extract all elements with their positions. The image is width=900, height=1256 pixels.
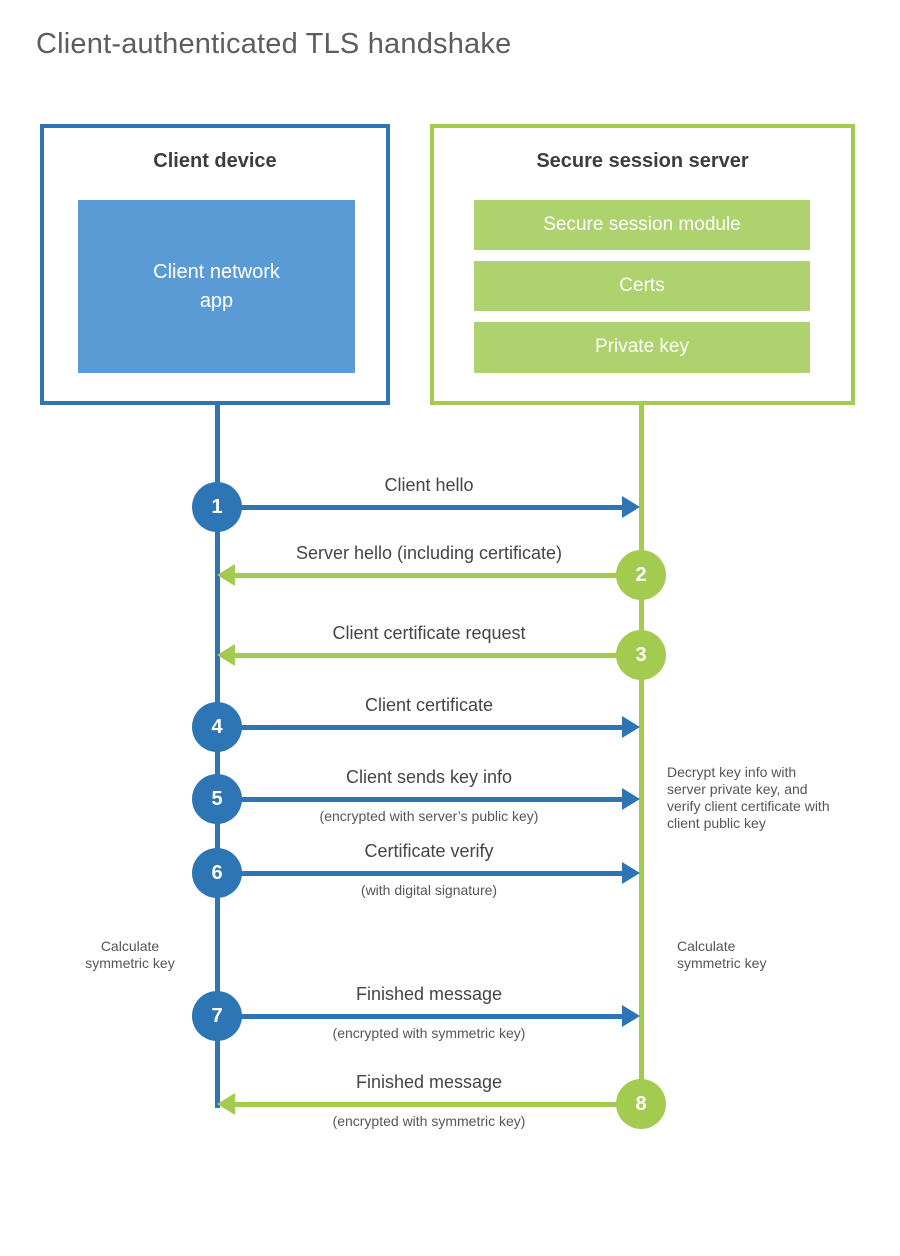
- message-label: Server hello (including certificate): [295, 543, 563, 563]
- arrowhead-right-icon: [622, 716, 640, 738]
- message-label: Client certificate request: [332, 623, 526, 643]
- step-number-badge: 6: [192, 848, 242, 898]
- note-calculate-symmetric-key-server: Calculate symmetric key: [677, 938, 767, 971]
- step-number-badge: 3: [616, 630, 666, 680]
- message-sublabel: (encrypted with symmetric key): [332, 1113, 526, 1129]
- step-number-badge: 4: [192, 702, 242, 752]
- server-lifeline: [639, 405, 644, 1105]
- arrowhead-right-icon: [622, 788, 640, 810]
- server-module-certs: Certs: [474, 261, 810, 311]
- message-arrow: [217, 505, 623, 510]
- message-arrow: [217, 797, 623, 802]
- server-module-secure-session: Secure session module: [474, 200, 810, 250]
- message-label: Client certificate: [364, 695, 494, 715]
- message-label: Client hello: [384, 475, 474, 495]
- message-arrow: [234, 1102, 641, 1107]
- server-module-private-key: Private key: [474, 322, 810, 373]
- client-lifeline: [215, 405, 220, 1108]
- step-number-badge: 1: [192, 482, 242, 532]
- arrowhead-left-icon: [217, 1093, 235, 1115]
- arrowhead-left-icon: [217, 564, 235, 586]
- message-arrow: [234, 573, 641, 578]
- message-arrow: [234, 653, 641, 658]
- arrowhead-left-icon: [217, 644, 235, 666]
- message-label: Certificate verify: [364, 841, 494, 861]
- step-number-badge: 7: [192, 991, 242, 1041]
- message-label: Finished message: [355, 1072, 503, 1092]
- message-sublabel: (with digital signature): [360, 882, 498, 898]
- message-arrow: [217, 1014, 623, 1019]
- server-title: Secure session server: [536, 150, 749, 172]
- note-decrypt-key-info: Decrypt key info with server private key…: [667, 764, 830, 831]
- client-network-app-box: Client network app: [78, 200, 355, 373]
- message-sublabel: (encrypted with server’s public key): [319, 808, 539, 824]
- client-device-title: Client device: [153, 150, 277, 172]
- message-sublabel: (encrypted with symmetric key): [332, 1025, 526, 1041]
- step-number-badge: 2: [616, 550, 666, 600]
- message-label: Client sends key info: [345, 767, 513, 787]
- step-number-badge: 8: [616, 1079, 666, 1129]
- note-calculate-symmetric-key-client: Calculate symmetric key: [85, 938, 175, 971]
- arrowhead-right-icon: [622, 496, 640, 518]
- message-arrow: [217, 725, 623, 730]
- message-label: Finished message: [355, 984, 503, 1004]
- step-number-badge: 5: [192, 774, 242, 824]
- arrowhead-right-icon: [622, 862, 640, 884]
- message-arrow: [217, 871, 623, 876]
- page-title: Client-authenticated TLS handshake: [36, 28, 512, 60]
- arrowhead-right-icon: [622, 1005, 640, 1027]
